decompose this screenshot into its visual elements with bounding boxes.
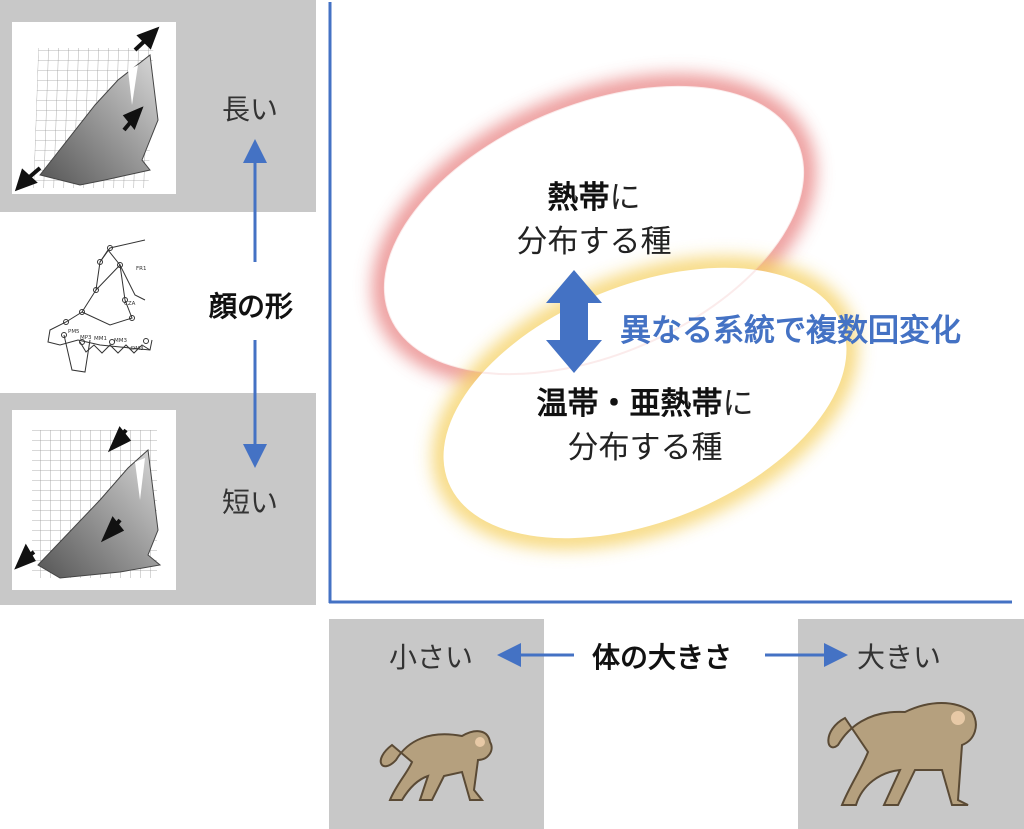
temperate-line2: 分布する種: [567, 430, 723, 466]
body-small-label: 小さい: [389, 641, 474, 674]
temperate-suffix: に: [722, 386, 754, 422]
svg-text:MP3: MP3: [80, 335, 92, 341]
svg-text:CZA: CZA: [124, 301, 136, 307]
transition-double-arrow: [546, 270, 602, 373]
face-long-label: 長い: [222, 93, 279, 126]
tropical-line2: 分布する種: [516, 224, 672, 260]
convergence-annotation: 異なる系統で複数回変化: [620, 313, 961, 349]
long-face-skull-image: [12, 22, 176, 194]
small-macaque-image: [379, 730, 493, 801]
temperate-ellipse: [433, 257, 857, 549]
face-shape-axis-title: 顔の形: [209, 290, 294, 323]
tropical-group-label: 熱帯に 分布する種: [494, 176, 694, 264]
short-face-skull-image: [12, 410, 176, 590]
temperate-group-label: 温帯・亜熱帯に 分布する種: [505, 382, 785, 470]
svg-text:MM1: MM1: [94, 336, 107, 342]
svg-text:MM3: MM3: [114, 338, 127, 344]
body-size-axis-title: 体の大きさ: [592, 641, 733, 674]
skull-landmark-labels: FR1 CZA PM5 MP3 MM1 MM3 DM3: [68, 266, 146, 352]
svg-text:DM3: DM3: [131, 346, 144, 352]
temperate-emphasis: 温帯・亜熱帯: [536, 386, 723, 422]
face-short-label: 短い: [222, 486, 279, 519]
tropical-emphasis: 熱帯: [547, 180, 610, 216]
body-large-label: 大きい: [857, 641, 942, 674]
tropical-suffix: に: [609, 180, 641, 216]
svg-text:FR1: FR1: [136, 266, 146, 272]
large-macaque-image: [827, 702, 977, 806]
skull-landmark-diagram: [47, 239, 153, 373]
svg-text:PM5: PM5: [68, 329, 80, 335]
